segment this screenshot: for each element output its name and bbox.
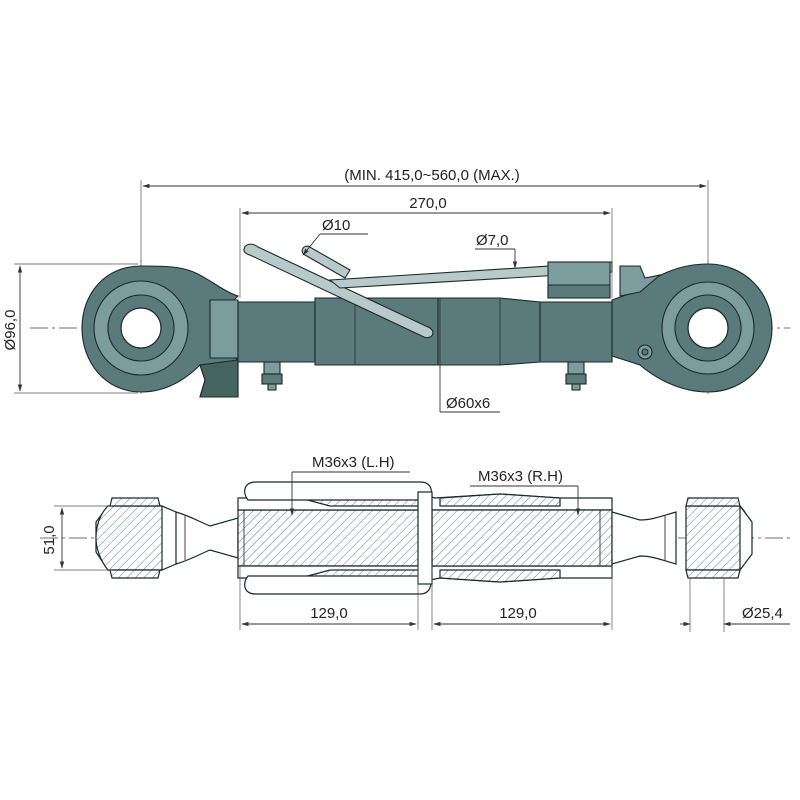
eye-height-label: Ø96,0: [2, 310, 19, 351]
right-thread-label: M36x3 (R.H): [478, 468, 563, 485]
ratchet-lever: [243, 243, 613, 339]
left-thread-rod: [237, 509, 421, 567]
tube-diameter-label: Ø60x6: [446, 395, 490, 412]
left-lock-nut: [261, 361, 283, 391]
left-thread-length-label: 129,0: [310, 605, 348, 622]
lever-diameter-label: Ø7,0: [476, 232, 509, 249]
right-eye-bore: [687, 307, 729, 349]
adjusting-tube: [237, 297, 613, 366]
ball-bore-label: Ø25,4: [742, 605, 783, 622]
overall-length-label: (MIN. 415,0~560,0 (MAX.): [344, 167, 520, 184]
body-length-label: 270,0: [409, 195, 447, 212]
section-view: M36x3 (L.H) M36x3 (R.H) 51,0 129,0 129,0…: [40, 454, 790, 632]
left-eye-bore: [120, 307, 162, 349]
left-thread-label: M36x3 (L.H): [312, 454, 395, 471]
left-ball-joint: [95, 497, 239, 579]
pin-diameter-label: Ø10: [322, 217, 350, 234]
side-view: (MIN. 415,0~560,0 (MAX.) 270,0 Ø10 Ø7,0 …: [2, 167, 790, 413]
right-thread-length-label: 129,0: [499, 605, 537, 622]
left-eye: [81, 265, 240, 398]
right-eye: [611, 263, 773, 393]
right-ball-joint: [611, 497, 753, 579]
ball-width-label: 51,0: [41, 525, 58, 554]
section-handle: [244, 481, 433, 595]
right-lock-nut: [565, 361, 587, 391]
right-thread-rod: [431, 509, 613, 567]
